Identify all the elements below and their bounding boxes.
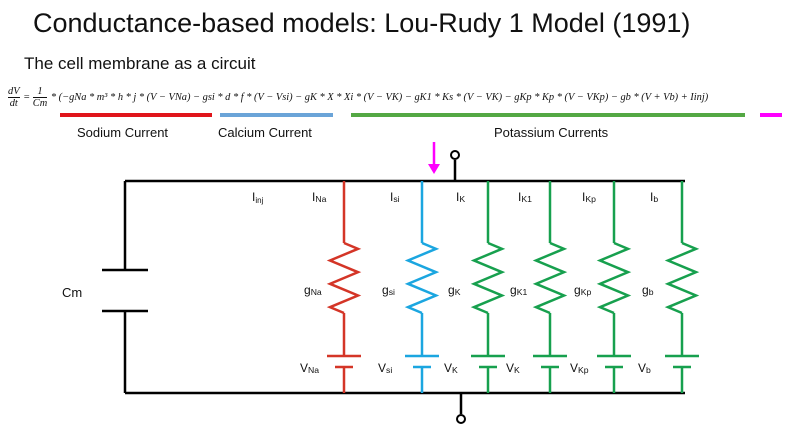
reversal-label-vk-3: VK xyxy=(506,361,520,375)
slide-title: Conductance-based models: Lou-Rudy 1 Mod… xyxy=(33,8,691,38)
current-label-ikp: IKp xyxy=(582,190,596,204)
reversal-label-vk-2: VK xyxy=(444,361,458,375)
current-label-ib: Ib xyxy=(650,190,658,204)
potassium-currents-label: Potassium Currents xyxy=(494,125,609,140)
current-label-ik1: IK1 xyxy=(518,190,532,204)
branch-ib xyxy=(664,181,700,393)
resistor-gsi xyxy=(404,241,440,315)
injection-underline xyxy=(760,113,782,117)
current-label-ik: IK xyxy=(456,190,465,204)
membrane-equation: dV dt = 1 Cm * (−gNa * m³ * h * j * (V −… xyxy=(8,86,709,109)
slide-subtitle: The cell membrane as a circuit xyxy=(24,54,256,73)
reversal-label-vsi-1: Vsi xyxy=(378,361,392,375)
capacitance-fraction: 1 Cm xyxy=(32,86,48,109)
lhs-fraction: dV dt xyxy=(8,86,20,109)
factor-denominator: Cm xyxy=(32,98,48,109)
resistor-gb xyxy=(664,241,700,315)
factor-numerator: 1 xyxy=(32,86,48,98)
reversal-label-vb-5: Vb xyxy=(638,361,651,375)
equation-rhs: * (−gNa * m³ * h * j * (V − VNa) − gsi *… xyxy=(50,92,709,103)
branch-isi xyxy=(404,181,440,393)
conductance-label-gk: gK xyxy=(448,283,461,297)
resistor-gkp xyxy=(596,241,632,315)
branch-ik xyxy=(470,181,506,393)
branch-ina xyxy=(326,181,362,393)
resistor-gk1 xyxy=(532,241,568,315)
reversal-label-vna-0: VNa xyxy=(300,361,319,375)
reversal-label-vkp-4: VKp xyxy=(570,361,589,375)
conductance-label-gk1: gK1 xyxy=(510,283,527,297)
conductance-label-gkp: gKp xyxy=(574,283,591,297)
capacitor-cm xyxy=(102,268,148,313)
top-terminal xyxy=(450,150,460,181)
resistor-gna xyxy=(326,241,362,315)
current-label-isi: Isi xyxy=(390,190,400,204)
calcium-current-label: Calcium Current xyxy=(218,125,312,140)
lhs-numerator: dV xyxy=(8,86,20,98)
injected-current-label: Iinj xyxy=(252,190,264,205)
calcium-underline xyxy=(220,113,333,117)
branch-ik1 xyxy=(532,181,568,393)
sodium-underline xyxy=(60,113,212,117)
conductance-label-gsi: gsi xyxy=(382,283,395,297)
conductance-label-gb: gb xyxy=(642,283,654,297)
potassium-underline xyxy=(351,113,745,117)
sodium-current-label: Sodium Current xyxy=(77,125,169,140)
branch-ikp xyxy=(596,181,632,393)
conductance-label-gna: gNa xyxy=(304,283,322,297)
injection-arrow xyxy=(428,142,440,174)
current-label-ina: INa xyxy=(312,190,327,204)
resistor-gk xyxy=(470,241,506,315)
capacitor-label: Cm xyxy=(62,285,82,300)
bottom-terminal xyxy=(456,393,466,424)
lhs-denominator: dt xyxy=(9,98,18,109)
